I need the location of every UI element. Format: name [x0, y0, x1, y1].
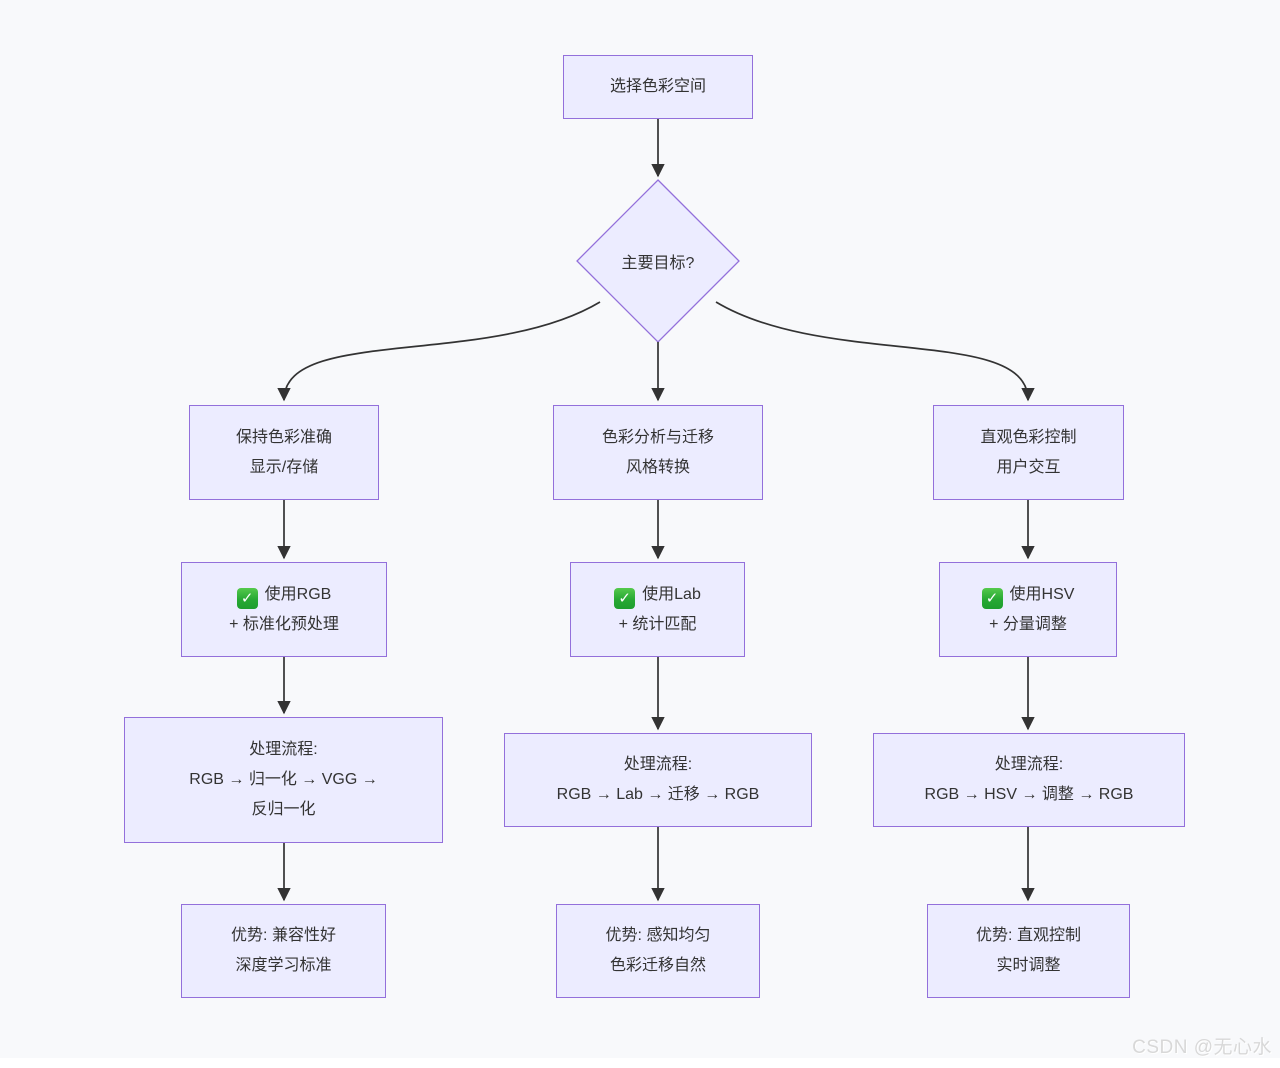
node-process-rgb: 处理流程: RGB → 归一化 → VGG → 反归一化 [124, 717, 443, 843]
node-goal-accurate: 保持色彩准确 显示/存储 [189, 405, 379, 500]
node-choice-rgb: ✓ 使用RGB + 标准化预处理 [181, 562, 387, 657]
node-choice-lab: ✓ 使用Lab + 统计匹配 [570, 562, 745, 657]
node-choice-hsv: ✓ 使用HSV + 分量调整 [939, 562, 1117, 657]
node-goal-control: 直观色彩控制 用户交互 [933, 405, 1124, 500]
node-advantage-rgb: 优势: 兼容性好 深度学习标准 [181, 904, 386, 998]
node-select-colorspace: 选择色彩空间 [563, 55, 753, 119]
node-advantage-lab: 优势: 感知均匀 色彩迁移自然 [556, 904, 760, 998]
node-advantage-hsv: 优势: 直观控制 实时调整 [927, 904, 1130, 998]
check-mark-icon: ✓ [614, 588, 636, 609]
node-goal-transfer: 色彩分析与迁移 风格转换 [553, 405, 763, 500]
edge-decision-to-left [277, 301, 601, 402]
node-decision: 主要目标? [577, 180, 739, 342]
check-mark-icon: ✓ [981, 588, 1003, 609]
check-mark-icon: ✓ [236, 588, 258, 609]
bottom-white-strip [0, 1058, 1280, 1068]
node-label: 选择色彩空间 [609, 78, 706, 95]
node-process-hsv: 处理流程: RGB → HSV → 调整 → RGB [873, 733, 1185, 827]
node-label: 主要目标? [621, 255, 695, 272]
edge-decision-to-right [715, 301, 1035, 402]
csdn-watermark: CSDN @无心水 [1132, 1037, 1272, 1058]
node-process-lab: 处理流程: RGB → Lab → 迁移 → RGB [504, 733, 812, 827]
